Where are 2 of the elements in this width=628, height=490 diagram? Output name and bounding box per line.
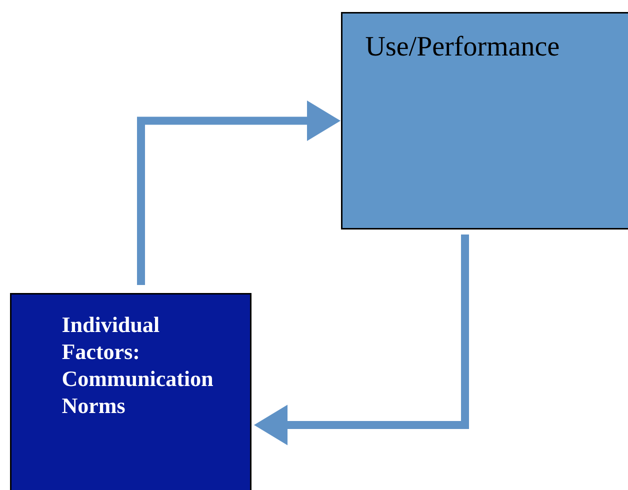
process-box: Individual Factors: Communication Norms — [10, 293, 252, 490]
process-box: Use/Performance — [341, 12, 628, 230]
